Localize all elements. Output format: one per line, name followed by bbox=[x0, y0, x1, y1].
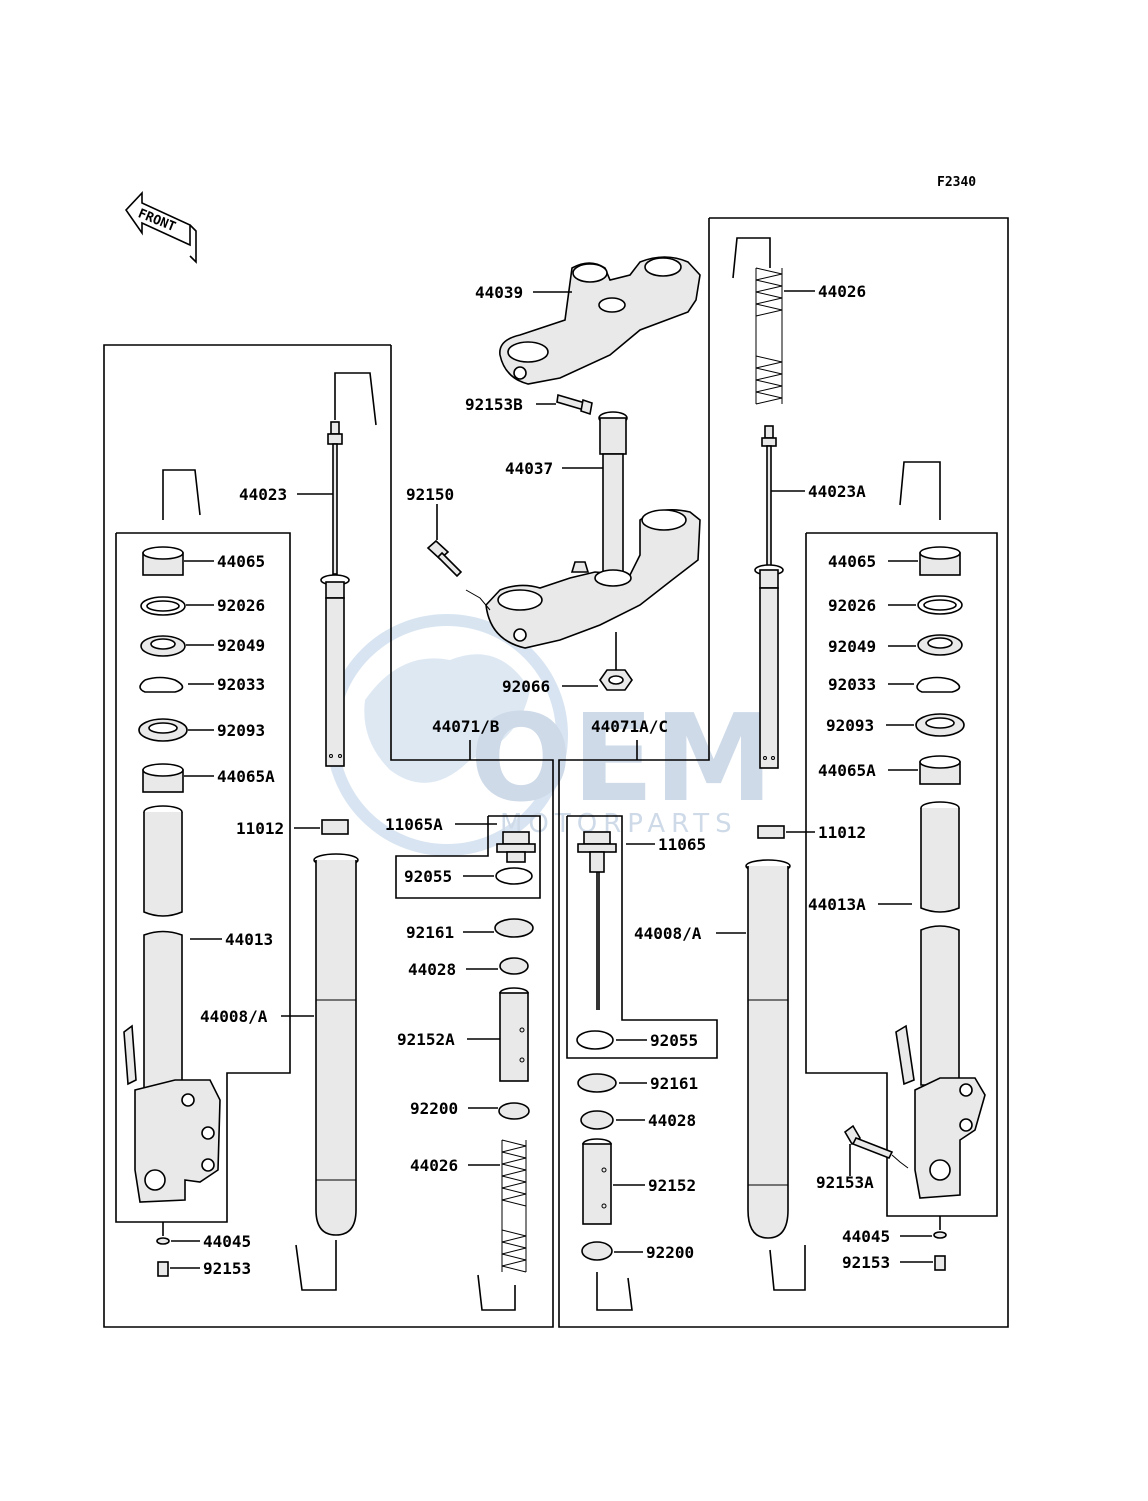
o-ring-92055-right bbox=[576, 1030, 614, 1050]
label-44008A-left: 44008/A bbox=[200, 1007, 268, 1026]
outer-tube-44008a-left bbox=[295, 853, 359, 1291]
label-92033-right: 92033 bbox=[828, 675, 876, 694]
label-92093-right: 92093 bbox=[826, 716, 874, 735]
label-92093-left: 92093 bbox=[217, 721, 265, 740]
label-44008A-right: 44008/A bbox=[634, 924, 702, 943]
label-92161-center: 92161 bbox=[406, 923, 454, 942]
damper-rod-44023a bbox=[754, 425, 784, 769]
outer-tube-44008a-right bbox=[745, 859, 806, 1291]
collar-92200-right bbox=[581, 1241, 613, 1261]
collar-92200-center bbox=[498, 1102, 530, 1120]
label-44071B: 44071/B bbox=[432, 717, 500, 736]
label-44028-right: 44028 bbox=[648, 1111, 696, 1130]
label-92150: 92150 bbox=[406, 485, 454, 504]
label-44065-left: 44065 bbox=[217, 552, 265, 571]
label-44065-right: 44065 bbox=[828, 552, 876, 571]
label-44045-right: 44045 bbox=[842, 1227, 890, 1246]
label-92026-right: 92026 bbox=[828, 596, 876, 615]
label-44037: 44037 bbox=[505, 459, 553, 478]
label-44065A-right: 44065A bbox=[818, 761, 876, 780]
washer-92161-center bbox=[494, 918, 534, 938]
label-92153-left: 92153 bbox=[203, 1259, 251, 1278]
watermark-sub: MOTORPARTS bbox=[500, 809, 738, 839]
washer-92161-right bbox=[577, 1073, 617, 1093]
bolt-92153a bbox=[843, 1124, 894, 1160]
spacer-pipe-92152a bbox=[499, 987, 529, 1082]
spring-44026-right bbox=[732, 237, 783, 405]
label-44013: 44013 bbox=[225, 930, 273, 949]
label-92026-left: 92026 bbox=[217, 596, 265, 615]
bolt-92153b bbox=[556, 393, 593, 416]
label-11012-left: 11012 bbox=[236, 819, 284, 838]
label-92055-center: 92055 bbox=[404, 867, 452, 886]
left-fork-seal-stack bbox=[138, 469, 201, 793]
label-44023A: 44023A bbox=[808, 482, 866, 501]
inner-tube-44013 bbox=[123, 805, 221, 1203]
label-92200-center: 92200 bbox=[410, 1099, 458, 1118]
label-92161-right: 92161 bbox=[650, 1074, 698, 1093]
label-44013A: 44013A bbox=[808, 895, 866, 914]
label-11065A: 11065A bbox=[385, 815, 443, 834]
bolt-92150 bbox=[426, 539, 463, 578]
label-11012-right: 11012 bbox=[818, 823, 866, 842]
steering-stem-lower-clamp bbox=[485, 411, 701, 649]
label-92033-left: 92033 bbox=[217, 675, 265, 694]
spring-44026-center bbox=[477, 1139, 527, 1311]
spacer-44028-right bbox=[580, 1110, 614, 1130]
label-92153B: 92153B bbox=[465, 395, 523, 414]
o-ring-92055-center bbox=[495, 867, 533, 885]
label-44065A-left: 44065A bbox=[217, 767, 275, 786]
label-92152: 92152 bbox=[648, 1176, 696, 1195]
label-92200-right: 92200 bbox=[646, 1243, 694, 1262]
damper-rod-44023 bbox=[320, 372, 377, 767]
group-boxes bbox=[103, 217, 1009, 1328]
stem-nut-92066 bbox=[599, 669, 633, 691]
label-92049-left: 92049 bbox=[217, 636, 265, 655]
front-direction-arrow: FRONT bbox=[124, 190, 197, 264]
label-44039: 44039 bbox=[475, 283, 523, 302]
washer-44045-left bbox=[156, 1237, 170, 1245]
right-fork-seal-stack bbox=[899, 461, 965, 785]
inner-tube-44013a bbox=[895, 801, 986, 1199]
fork-cap-11065 bbox=[577, 831, 617, 1010]
label-44023: 44023 bbox=[239, 485, 287, 504]
bolt-92153-right bbox=[934, 1255, 946, 1271]
spacer-44028-center bbox=[499, 957, 529, 975]
label-44026-center: 44026 bbox=[410, 1156, 458, 1175]
upper-triple-clamp bbox=[499, 256, 701, 385]
spacer-pipe-92152 bbox=[582, 1138, 612, 1225]
label-44071AC: 44071A/C bbox=[591, 717, 668, 736]
label-44026-right: 44026 bbox=[818, 282, 866, 301]
washer-44045-right bbox=[933, 1231, 947, 1239]
label-92066: 92066 bbox=[502, 677, 550, 696]
label-11065: 11065 bbox=[658, 835, 706, 854]
bushing-11012-right bbox=[757, 825, 785, 839]
label-92153-right: 92153 bbox=[842, 1253, 890, 1272]
label-44045-left: 44045 bbox=[203, 1232, 251, 1251]
bolt-92153-left bbox=[157, 1261, 169, 1277]
label-92049-right: 92049 bbox=[828, 637, 876, 656]
label-44028-center: 44028 bbox=[408, 960, 456, 979]
bushing-11012-left bbox=[321, 819, 349, 835]
label-92153A: 92153A bbox=[816, 1173, 874, 1192]
label-92152A: 92152A bbox=[397, 1030, 455, 1049]
diagram-code: F2340 bbox=[937, 175, 976, 190]
fork-cap-11065a bbox=[496, 831, 536, 863]
label-92055-right: 92055 bbox=[650, 1031, 698, 1050]
